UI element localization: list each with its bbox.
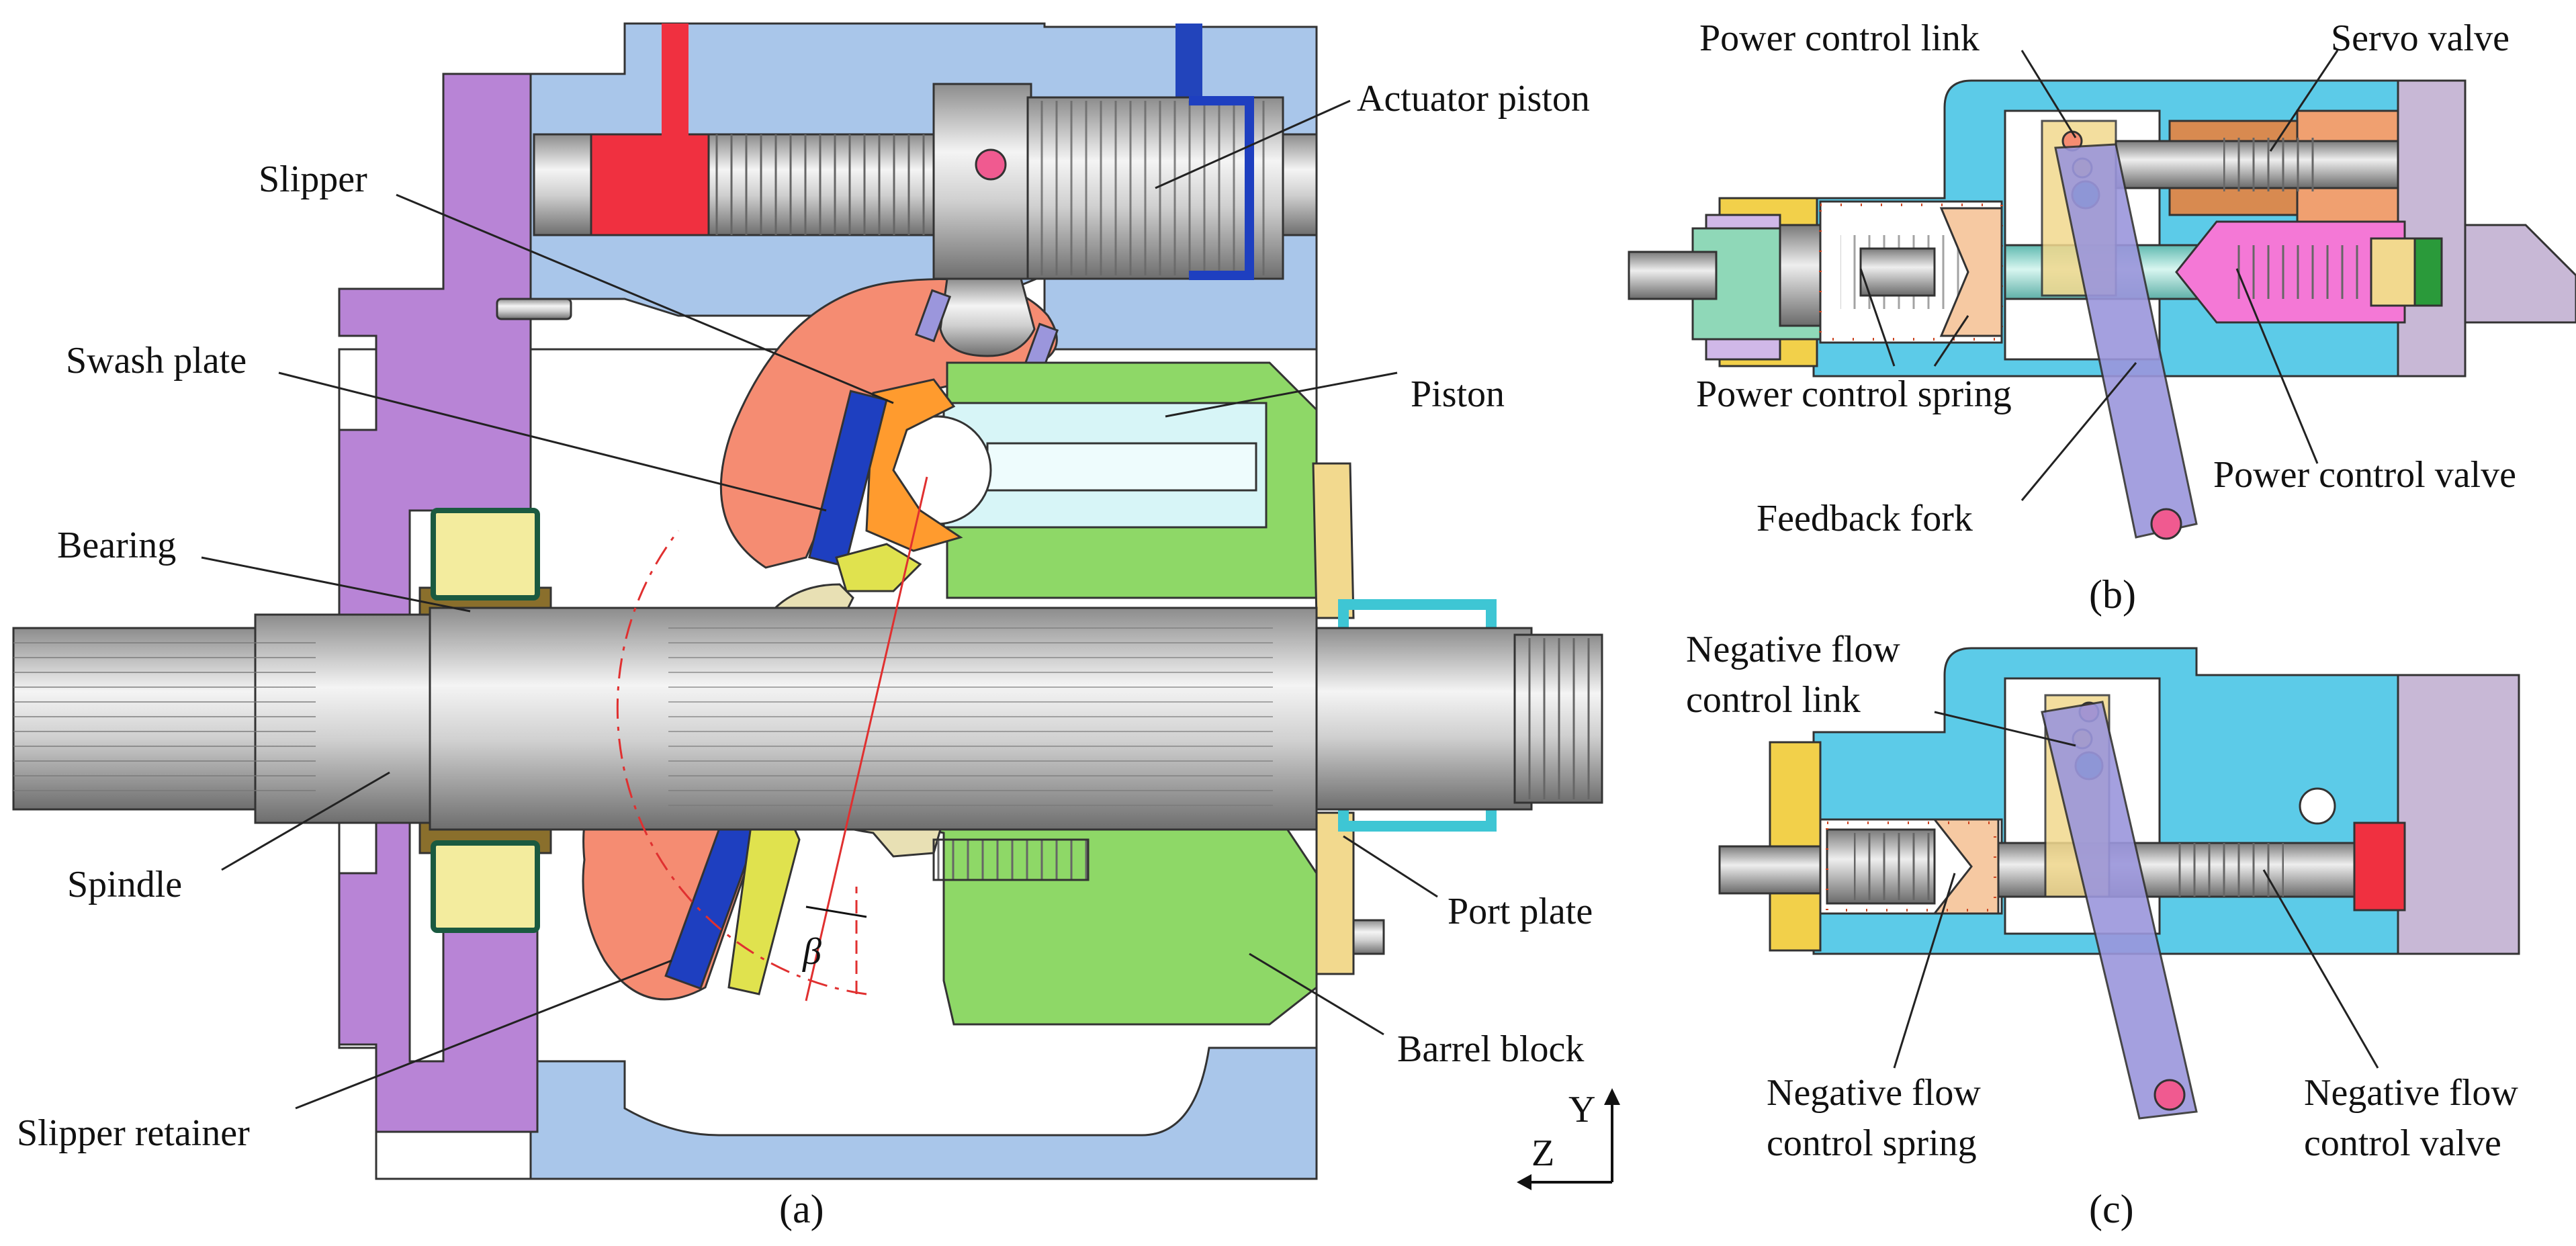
leader-piston — [1165, 371, 1398, 418]
panel-a-pump-section: β Y Z Actuator piston Slipper Swash plat… — [12, 22, 1620, 1231]
nfc-feedback-fork — [2041, 701, 2198, 1120]
actuator-blue-rod — [1175, 24, 1202, 97]
label-power-control-link: Power control link — [1699, 17, 1980, 59]
actuator-link — [939, 277, 1036, 357]
leader-barrel-block — [1249, 952, 1384, 1036]
leader-power-control-link — [2020, 50, 2077, 138]
label-nfc-valve-line1: Negative flow — [2304, 1072, 2518, 1114]
swash-angle-arc — [616, 530, 867, 995]
label-nfc-valve-line2: control valve — [2304, 1122, 2501, 1164]
slipper-base-plate — [808, 390, 888, 568]
actuator-pad-left — [914, 289, 952, 343]
cover-pin — [496, 298, 572, 320]
label-piston: Piston — [1411, 373, 1505, 415]
nfc-spring-seat — [1932, 818, 2000, 915]
nfc-valve-ribs — [2176, 843, 2284, 897]
nfc-valve-red — [2353, 821, 2406, 911]
leader-swash-plate — [278, 371, 827, 512]
leader-slipper-retainer — [295, 959, 672, 1110]
beta-arrow — [805, 905, 867, 918]
label-nfc-link-line2: control link — [1686, 679, 1861, 721]
actuator-ribs — [705, 134, 947, 235]
axis-z-arrow — [1517, 1174, 1531, 1190]
actuator-head — [932, 83, 1032, 280]
spindle-end-ribs — [1518, 638, 1599, 799]
actuator-red-rod — [662, 24, 689, 138]
actuator-red-seal — [590, 133, 710, 236]
label-feedback-fork: Feedback fork — [1757, 498, 1973, 539]
label-bearing: Bearing — [57, 525, 176, 566]
label-servo-valve: Servo valve — [2331, 17, 2510, 59]
actuator-pin-dot — [975, 148, 1007, 181]
bearing-roller-lower — [431, 840, 540, 933]
label-swash-plate: Swash plate — [66, 340, 247, 382]
panel-c-negative-flow-control: Negative flow control link Negative flow… — [1686, 629, 2520, 1231]
label-port-plate: Port plate — [1448, 891, 1593, 932]
caption-a: (a) — [779, 1187, 824, 1231]
spindle-spline-mid — [668, 621, 1273, 816]
servo-spool-ribs — [2223, 138, 2317, 191]
leader-power-control-valve — [2235, 268, 2319, 464]
label-nfc-spring-line1: Negative flow — [1767, 1072, 1981, 1114]
axis-z-label: Z — [1531, 1132, 1554, 1174]
caption-c: (c) — [2089, 1187, 2134, 1231]
axis-y-arrow — [1604, 1088, 1620, 1105]
housing-bottom — [529, 1047, 1318, 1180]
leader-nfc-spring — [1893, 873, 1956, 1069]
axis-y-label: Y — [1568, 1089, 1595, 1130]
label-spindle: Spindle — [67, 864, 182, 905]
port-plate-upper — [1312, 462, 1355, 619]
leader-bearing — [201, 556, 471, 613]
retainer-spring — [932, 838, 1090, 881]
caption-b: (b) — [2089, 572, 2136, 617]
spindle-spline-left — [13, 635, 316, 803]
bearing-roller-upper — [431, 508, 540, 600]
label-slipper: Slipper — [259, 159, 367, 200]
leader-spindle — [221, 771, 390, 871]
power-valve-green — [2413, 237, 2443, 307]
piston-bore — [986, 442, 1257, 492]
nfc-adjust-screw — [1718, 845, 1822, 895]
power-control-valve-ribs — [2230, 245, 2364, 299]
label-barrel-block: Barrel block — [1397, 1028, 1584, 1070]
power-spring-outer — [1819, 204, 2003, 341]
valve-end-cap-b — [2397, 79, 2467, 377]
leader-nfc-valve — [2262, 869, 2379, 1069]
leader-slipper — [396, 193, 894, 404]
leader-power-control-spring-2 — [1933, 315, 1969, 367]
swash-angle-line — [805, 476, 928, 1002]
label-power-control-spring: Power control spring — [1696, 373, 2012, 415]
valve-end-cap-b-bulge — [2464, 224, 2576, 324]
label-nfc-link-line1: Negative flow — [1686, 629, 1900, 670]
nfc-fork-pin — [2153, 1079, 2186, 1111]
power-inner-piston — [1859, 247, 1936, 297]
leader-port-plate — [1343, 835, 1438, 898]
leader-nfc-link — [1934, 711, 2076, 747]
nfc-body-hole — [2299, 787, 2336, 825]
label-power-control-valve: Power control valve — [2213, 454, 2516, 496]
power-valve-seat — [2370, 237, 2419, 307]
label-actuator-piston: Actuator piston — [1357, 78, 1590, 120]
actuator-blue-band — [1189, 96, 1254, 280]
leader-power-control-spring-1 — [1859, 268, 1896, 367]
port-plate-lower — [1315, 811, 1355, 975]
label-nfc-spring-line2: control spring — [1767, 1122, 1977, 1164]
panel-b-power-control: Power control link Servo valve Power con… — [1628, 17, 2576, 617]
valve-end-cap-c — [2397, 674, 2520, 955]
power-spring-seat — [1939, 207, 2003, 337]
leader-actuator-piston — [1155, 99, 1351, 189]
power-adjust-screw — [1628, 251, 1718, 300]
feedback-fork — [2054, 143, 2198, 539]
leader-servo-valve — [2269, 50, 2339, 152]
feedback-fork-pin — [2150, 508, 2182, 540]
leader-feedback-fork — [2020, 362, 2137, 501]
slipper-shoe — [865, 378, 963, 552]
slipper-retainer-upper — [835, 543, 922, 592]
nfc-spring-piston-ribs — [1854, 833, 1935, 900]
beta-label: β — [802, 931, 821, 973]
label-slipper-retainer: Slipper retainer — [17, 1112, 250, 1154]
